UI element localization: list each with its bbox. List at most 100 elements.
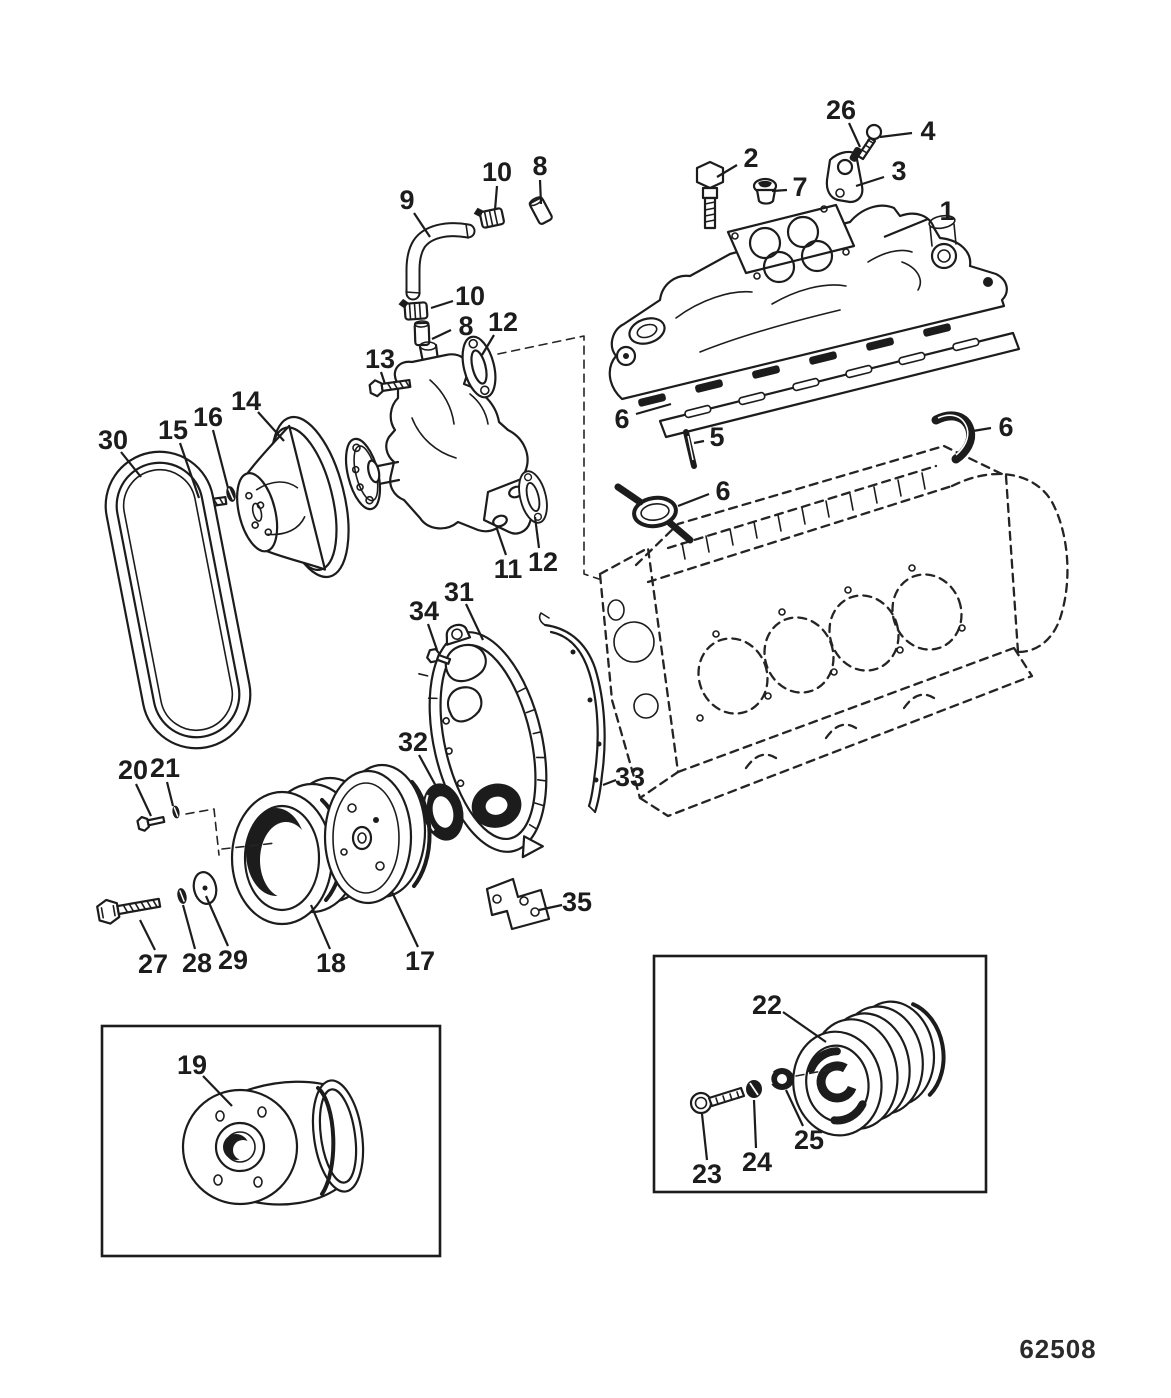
callout-label: 1 — [939, 196, 954, 226]
gasket-12-upper-drawing — [461, 335, 497, 399]
callout-label: 22 — [752, 990, 782, 1020]
screw-4-drawing — [856, 123, 883, 161]
callout-leader — [135, 783, 152, 817]
gasket-12-lower-drawing — [518, 470, 548, 524]
dowel-pin-5-drawing — [683, 429, 697, 469]
callout-leader — [495, 528, 508, 556]
bracket-3-drawing — [825, 150, 864, 204]
callout-label: 20 — [118, 755, 148, 785]
callout-label: 28 — [182, 948, 212, 978]
seal-32-drawing — [422, 783, 464, 841]
callout-label: 29 — [218, 945, 248, 975]
callout-label: 27 — [138, 949, 168, 979]
callout-label: 8 — [532, 151, 547, 181]
callout-leader — [165, 781, 175, 807]
manifold-flange — [638, 323, 951, 407]
impeller-pulley-drawing — [236, 415, 350, 579]
figure-code: 62508 — [1019, 1334, 1096, 1364]
callout-label: 19 — [177, 1050, 207, 1080]
callout-label: 5 — [709, 422, 724, 452]
bolt-13-drawing — [368, 378, 412, 398]
valley-hatching — [681, 472, 926, 560]
callout-label: 11 — [494, 554, 523, 584]
callout-label: 10 — [482, 157, 512, 187]
callout-label: 10 — [455, 281, 485, 311]
timing-cover-drawing — [418, 623, 548, 859]
bolt-2-drawing — [695, 160, 725, 230]
callout-label: 4 — [920, 116, 935, 146]
washer-21-drawing — [172, 805, 180, 819]
callout-leader — [602, 778, 617, 787]
bolt-20-drawing — [136, 815, 166, 832]
callout-leader — [379, 371, 387, 385]
projection-line — [497, 335, 600, 580]
bolt-27-drawing — [96, 897, 162, 925]
washer-28-drawing — [177, 888, 187, 904]
block-holes — [607, 564, 966, 722]
damper-17-drawing — [323, 763, 432, 905]
callout-leader — [879, 131, 913, 139]
callout-leader — [533, 516, 541, 549]
callout-leader — [413, 212, 431, 238]
bolt-34-drawing — [426, 647, 452, 665]
callout-leader — [465, 603, 484, 641]
callout-label: 6 — [614, 404, 629, 434]
plug-7-drawing — [752, 177, 778, 205]
callout-leader — [635, 402, 672, 416]
carburetor-pad — [726, 203, 856, 284]
callout-label: 32 — [398, 727, 428, 757]
callout-leader — [538, 903, 563, 912]
drive-belt-drawing — [104, 450, 252, 750]
callout-label: 31 — [444, 577, 474, 607]
callout-leader — [181, 904, 197, 950]
callout-label: 30 — [98, 425, 128, 455]
callout-leader — [855, 175, 885, 188]
alignment-dashes — [185, 808, 277, 856]
manifold-gasket-drawing — [658, 331, 1021, 439]
callout-leader — [771, 188, 788, 193]
callout-label: 9 — [399, 185, 414, 215]
callout-label: 3 — [891, 156, 906, 186]
callout-label: 12 — [488, 307, 518, 337]
callout-leader — [752, 1099, 758, 1149]
washer-29-drawing — [192, 871, 218, 905]
seal-6-end-drawing — [931, 411, 976, 464]
callout-leader — [883, 217, 929, 239]
hose-clamp-10-lower-drawing — [398, 298, 429, 321]
bolt-23-drawing — [689, 1086, 746, 1115]
callout-label: 12 — [528, 547, 558, 577]
callout-leader — [309, 904, 332, 950]
callout-label: 7 — [792, 172, 807, 202]
callout-label: 21 — [150, 753, 180, 783]
callout-label: 24 — [742, 1147, 772, 1177]
intake-manifold-drawing — [608, 203, 1008, 407]
callout-label: 6 — [715, 476, 730, 506]
callout-leader — [716, 164, 738, 178]
callout-label: 2 — [743, 143, 758, 173]
hose-clamp-10-upper-drawing — [473, 207, 505, 229]
callout-label: 15 — [158, 415, 188, 445]
callout-label: 14 — [231, 386, 261, 416]
cylinder-bores — [697, 573, 963, 715]
callout-leader — [430, 299, 454, 310]
callout-leader — [426, 623, 439, 651]
fitting-8-lower-drawing — [413, 320, 431, 347]
washer-25-drawing — [769, 1068, 794, 1090]
callout-leader — [700, 1113, 709, 1161]
callout-leader — [677, 492, 710, 508]
callout-leader — [538, 179, 543, 205]
callout-label: 13 — [365, 344, 395, 374]
callout-leader — [782, 1011, 827, 1043]
inset-box-pulley-19 — [100, 1024, 442, 1258]
callout-label: 34 — [409, 596, 439, 626]
callout-label: 25 — [794, 1125, 824, 1155]
fitting-8-upper-drawing — [528, 196, 553, 225]
washer-24-drawing — [746, 1080, 762, 1098]
callout-leader — [693, 439, 705, 445]
callout-label: 6 — [998, 412, 1013, 442]
callout-leader — [257, 411, 285, 442]
callout-leader — [178, 442, 201, 499]
